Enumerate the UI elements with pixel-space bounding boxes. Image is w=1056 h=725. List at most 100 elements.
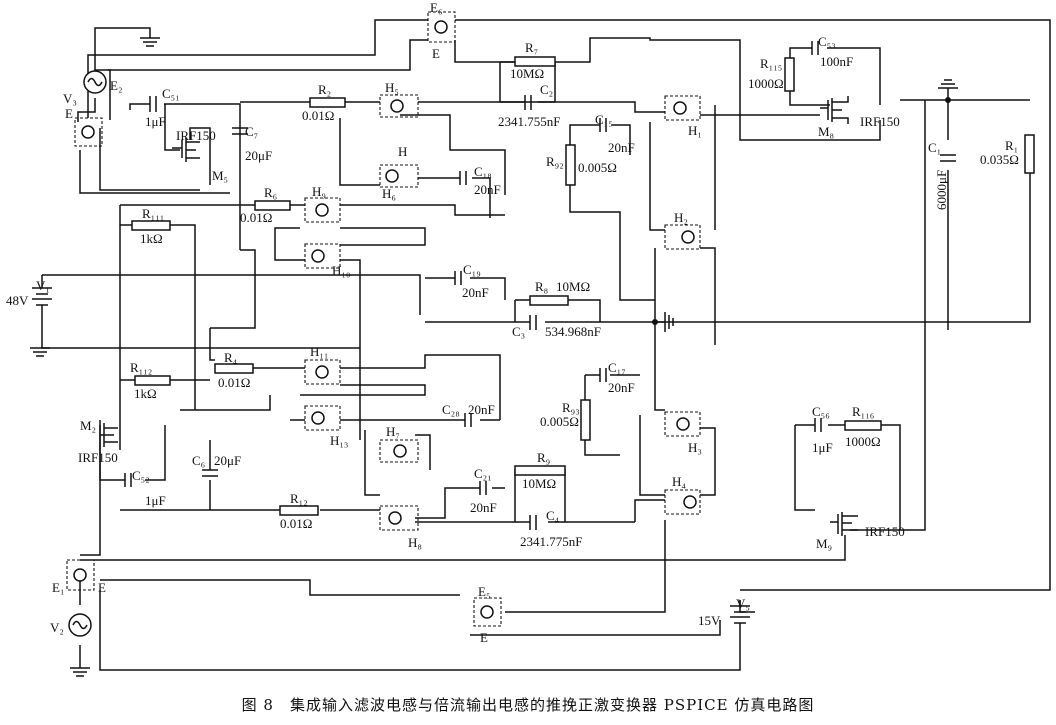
label-c53-val: 100nF bbox=[820, 54, 853, 69]
label-c56-val: 1μF bbox=[812, 440, 833, 455]
label-h5: H₅ bbox=[385, 80, 399, 95]
label-r115-val: 1000Ω bbox=[748, 76, 784, 91]
label-c3-val: 534.968nF bbox=[545, 324, 601, 339]
label-r111: R₁₁₁ bbox=[142, 206, 164, 221]
label-c17-val: 20nF bbox=[608, 380, 635, 395]
label-c2-val: 2341.755nF bbox=[498, 114, 560, 129]
label-h13: H₁₃ bbox=[330, 433, 348, 448]
figure-caption: 图 8 集成输入滤波电感与倍流输出电感的推挽正激变换器 PSPICE 仿真电路图 bbox=[241, 696, 815, 714]
label-m9: M₉ bbox=[816, 536, 832, 551]
label-r9-val: 10MΩ bbox=[522, 476, 556, 491]
label-r2: R₂ bbox=[318, 82, 331, 97]
label-r6-val: 0.01Ω bbox=[240, 210, 272, 225]
label-r12: R₁₂ bbox=[290, 491, 308, 506]
label-c18: C₁₈ bbox=[474, 164, 492, 179]
label-v1-val: 48V bbox=[6, 293, 29, 308]
label-r8-val: 10MΩ bbox=[556, 279, 590, 294]
label-r93-val: 0.005Ω bbox=[540, 414, 579, 429]
label-h2: H₂ bbox=[674, 210, 688, 225]
label-h8: H₈ bbox=[408, 535, 422, 550]
label-c17: C₁₇ bbox=[608, 360, 626, 375]
label-c52: C₅₂ bbox=[132, 468, 150, 483]
label-c19: C₁₉ bbox=[463, 262, 481, 277]
label-r111-val: 1kΩ bbox=[140, 231, 163, 246]
label-m5-type: IRF150 bbox=[176, 128, 216, 143]
label-c7: C₇ bbox=[245, 124, 258, 139]
label-m8: M₈ bbox=[818, 124, 834, 139]
resistors bbox=[131, 56, 1035, 516]
controlled-sources bbox=[66, 11, 701, 627]
label-e1-e: E bbox=[98, 580, 106, 595]
label-h10: H₁₀ bbox=[332, 263, 350, 278]
label-c21-val: 20nF bbox=[470, 500, 497, 515]
label-c18-val: 20nF bbox=[474, 182, 501, 197]
label-m8-type: IRF150 bbox=[860, 114, 900, 129]
component-labels: E₆ E E₂ V₃ E C₅₁ 1μF IRF150 M₅ C₇ 20μF R… bbox=[6, 0, 1019, 645]
label-r112-val: 1kΩ bbox=[134, 386, 157, 401]
label-r6: R₆ bbox=[264, 185, 277, 200]
label-r7-val: 10MΩ bbox=[510, 66, 544, 81]
label-c15: C₁₅ bbox=[595, 112, 613, 127]
label-e5-e: E bbox=[480, 630, 488, 645]
label-c52-val: 1μF bbox=[145, 493, 166, 508]
label-r12-val: 0.01Ω bbox=[280, 516, 312, 531]
label-h1: H₁ bbox=[688, 123, 702, 138]
label-r9: R₉ bbox=[537, 450, 550, 465]
label-h: H bbox=[398, 144, 407, 159]
label-c3: C₃ bbox=[512, 324, 525, 339]
label-c51: C₅₁ bbox=[162, 86, 180, 101]
label-r1: R₁ bbox=[1005, 138, 1018, 153]
label-h3: H₃ bbox=[688, 440, 702, 455]
label-c15-val: 20nF bbox=[608, 140, 635, 155]
ground-symbols bbox=[30, 37, 958, 677]
label-h4: H₄ bbox=[672, 474, 686, 489]
label-r115: R₁₁₅ bbox=[760, 56, 782, 71]
label-c28-val: 20nF bbox=[468, 402, 495, 417]
label-r116-val: 1000Ω bbox=[845, 434, 881, 449]
label-e6: E₆ bbox=[430, 0, 442, 15]
label-h11: H₁₁ bbox=[310, 344, 328, 359]
label-h6: H₆ bbox=[382, 186, 396, 201]
label-r1-val: 0.035Ω bbox=[980, 152, 1019, 167]
label-e3: E bbox=[65, 106, 73, 121]
label-e2: E₂ bbox=[110, 78, 122, 93]
label-c7-val: 20μF bbox=[245, 148, 272, 163]
label-r7: R₇ bbox=[525, 40, 538, 55]
label-c1: C₁ bbox=[928, 140, 941, 155]
label-c4: C₄ bbox=[546, 508, 560, 523]
label-c2: C₂ bbox=[540, 82, 553, 97]
label-c21: C₂₁ bbox=[474, 466, 492, 481]
label-c4-val: 2341.775nF bbox=[520, 534, 582, 549]
label-c51-val: 1μF bbox=[145, 114, 166, 129]
label-m2: M₂ bbox=[80, 418, 96, 433]
label-r2-val: 0.01Ω bbox=[302, 108, 334, 123]
mosfets bbox=[99, 96, 858, 536]
v2-source bbox=[68, 613, 92, 637]
label-v3: V₃ bbox=[63, 91, 77, 106]
label-v2: V₂ bbox=[50, 620, 64, 635]
label-v5-val: 15V bbox=[698, 613, 721, 628]
label-r92-val: 0.005Ω bbox=[578, 160, 617, 175]
label-r4-val: 0.01Ω bbox=[218, 375, 250, 390]
label-c53: C₅₃ bbox=[818, 34, 836, 49]
label-c19-val: 20nF bbox=[462, 285, 489, 300]
capacitors bbox=[124, 41, 956, 530]
circuit-schematic: E₆ E E₂ V₃ E C₅₁ 1μF IRF150 M₅ C₇ 20μF R… bbox=[6, 0, 1051, 677]
label-c28: C₂₈ bbox=[442, 402, 460, 417]
label-c56: C₅₆ bbox=[812, 404, 830, 419]
label-r93: R₉₃ bbox=[562, 400, 580, 415]
label-h7: H₇ bbox=[386, 424, 400, 439]
v5-battery bbox=[730, 600, 750, 650]
label-r4: R₄ bbox=[224, 350, 238, 365]
label-r8: R₈ bbox=[535, 279, 548, 294]
v1-battery bbox=[32, 275, 52, 306]
label-e6-e: E bbox=[432, 46, 440, 61]
label-r112: R₁₁₂ bbox=[130, 360, 152, 375]
label-h9: H₉ bbox=[312, 184, 326, 199]
label-m5: M₅ bbox=[212, 168, 228, 183]
label-m2-type: IRF150 bbox=[78, 450, 118, 465]
label-v5: V₅ bbox=[736, 596, 750, 611]
v3-source bbox=[83, 70, 107, 94]
label-m9-type: IRF150 bbox=[865, 524, 905, 539]
label-e1: E₁ bbox=[52, 580, 64, 595]
